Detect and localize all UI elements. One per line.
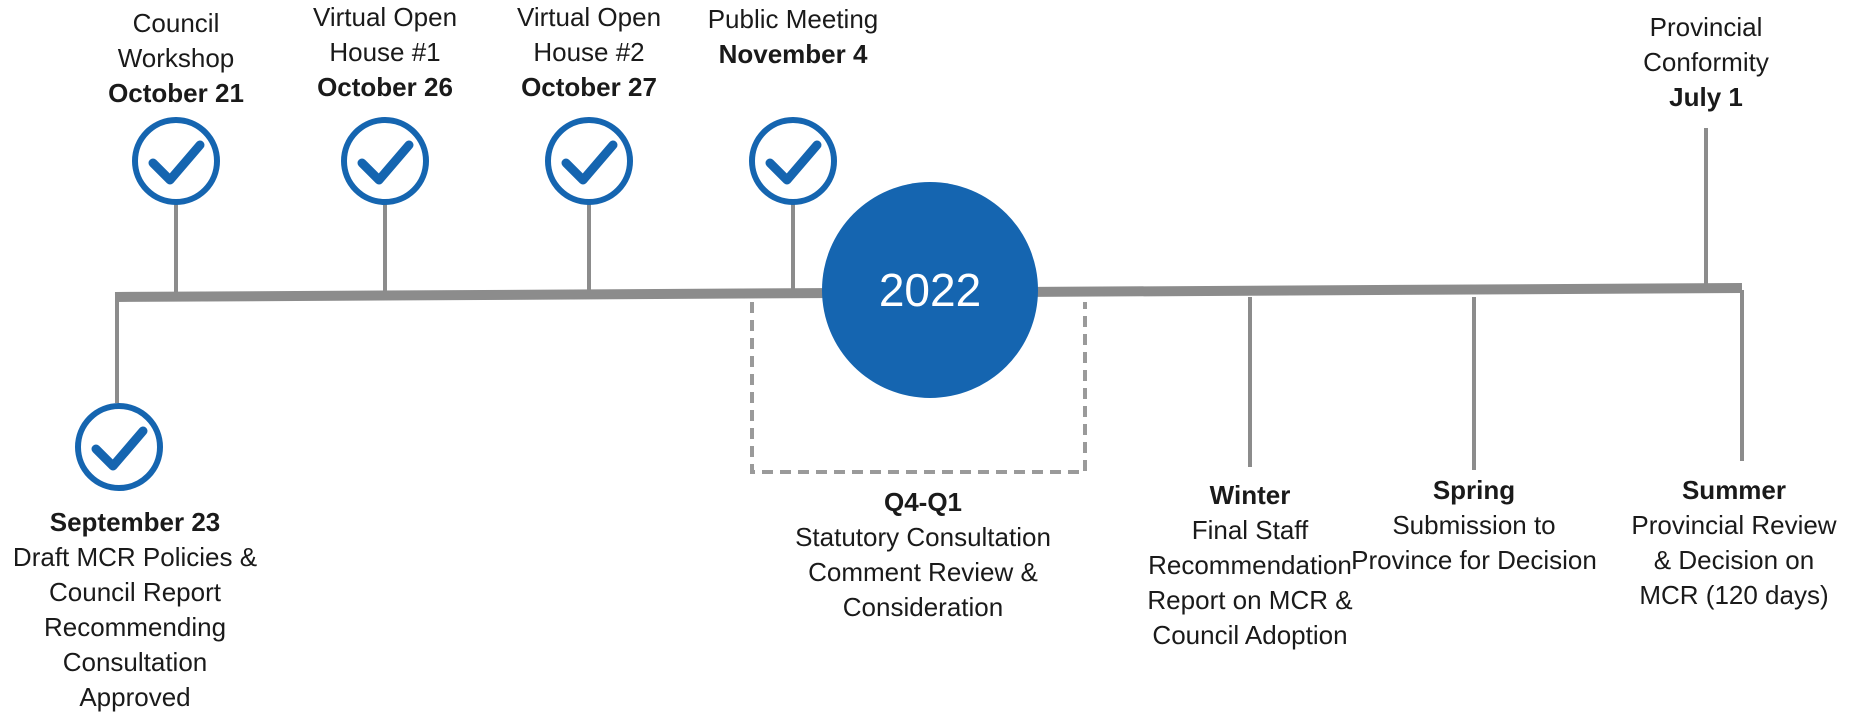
milestone-period: Q4-Q1 (883, 487, 963, 517)
checkmark-circle-icon (341, 117, 429, 205)
label-line: Final Staff (1191, 515, 1309, 545)
milestone-date: October 26 (317, 72, 453, 102)
virtual-open-house-1-label: Virtual Open House #1 October 26 (295, 0, 475, 105)
label-line: Virtual Open (516, 2, 662, 32)
label-line: Public Meeting (707, 4, 879, 34)
public-meeting-label: Public Meeting November 4 (683, 2, 903, 72)
label-line: & Decision on (1653, 545, 1815, 575)
label-line: MCR (120 days) (1639, 580, 1829, 610)
q4-q1-label: Q4-Q1 Statutory Consultation Comment Rev… (773, 485, 1073, 625)
milestone-period: Spring (1432, 475, 1516, 505)
milestone-date: November 4 (718, 39, 868, 69)
provincial-conformity-label: Provincial Conformity July 1 (1616, 10, 1796, 115)
label-line: Province for Decision (1351, 545, 1597, 575)
label-line: Report on MCR & (1147, 585, 1353, 615)
virtual-open-house-2-label: Virtual Open House #2 October 27 (499, 0, 679, 105)
label-line: Consideration (842, 592, 1004, 622)
label-line: Submission to (1392, 510, 1556, 540)
label-line: Comment Review & (808, 557, 1038, 587)
label-line: Council Report (49, 577, 221, 607)
winter-label: Winter Final Staff Recommendation Report… (1125, 478, 1375, 653)
label-line: Provincial Review (1631, 510, 1837, 540)
milestone-date: September 23 (49, 507, 221, 537)
milestone-date: October 27 (521, 72, 657, 102)
year-label: 2022 (878, 264, 982, 316)
checkmark-circle-icon (749, 117, 837, 205)
label-line: Council (132, 8, 220, 38)
label-line: Conformity (1643, 47, 1769, 77)
checkmark-circle-icon (132, 117, 220, 205)
label-line: Provincial (1649, 12, 1763, 42)
label-line: Recommendation (1148, 550, 1352, 580)
label-line: Approved (79, 682, 191, 712)
checkmark-circle-icon (545, 117, 633, 205)
checkmark-circle-icon (75, 403, 163, 491)
label-line: Recommending (43, 612, 227, 642)
label-line: Consultation (62, 647, 208, 677)
spring-label: Spring Submission to Province for Decisi… (1349, 473, 1599, 578)
year-circle (822, 182, 1038, 398)
milestone-period: Summer (1681, 475, 1787, 505)
september-23-label: September 23 Draft MCR Policies & Counci… (0, 505, 270, 715)
label-line: House #1 (329, 37, 441, 67)
label-line: Statutory Consultation (795, 522, 1051, 552)
milestone-date: October 21 (108, 78, 244, 108)
milestone-period: Winter (1209, 480, 1291, 510)
label-line: Draft MCR Policies & (12, 542, 258, 572)
label-line: Virtual Open (312, 2, 458, 32)
milestone-date: July 1 (1669, 82, 1743, 112)
council-workshop-label: Council Workshop October 21 (86, 6, 266, 111)
label-line: Council Adoption (1152, 620, 1348, 650)
summer-label: Summer Provincial Review & Decision on M… (1614, 473, 1854, 613)
label-line: House #2 (533, 37, 645, 67)
label-line: Workshop (117, 43, 235, 73)
